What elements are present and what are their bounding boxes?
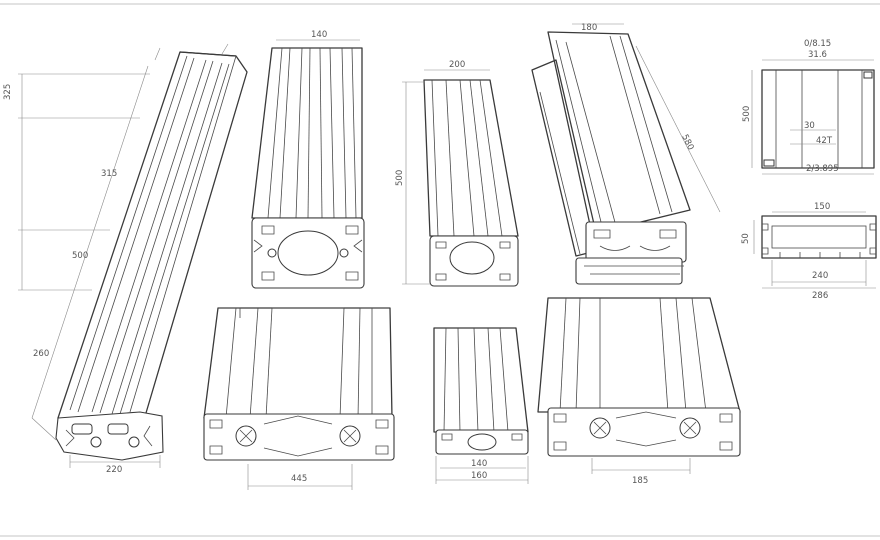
profile-a-dim-5: 220: [106, 465, 122, 475]
profile-f-small-square: 140 160: [433, 327, 529, 484]
detail-top-dim-3: 500: [742, 106, 752, 122]
profile-c-square-tube: 200 500: [395, 60, 519, 287]
profile-d-dim-2: 580: [679, 133, 695, 152]
detail-section-dim-2: 50: [741, 233, 751, 244]
profile-d-dim-1: 180: [581, 23, 597, 33]
detail-section-dim-3: 240: [812, 271, 828, 281]
profile-c-dim-2: 500: [395, 170, 405, 186]
profile-c-dim-1: 200: [449, 60, 465, 70]
detail-top-dim-6: 2/3.895: [806, 164, 839, 174]
profile-b-square-tube: 140: [251, 30, 365, 289]
profile-f-dim-1: 140: [471, 459, 487, 469]
profile-b-dim-1: 140: [311, 30, 327, 40]
profile-e-dim-1: 445: [291, 474, 307, 484]
profile-a-dim-4: 260: [33, 349, 49, 359]
detail-top-dim-5: 42T: [816, 136, 833, 146]
profile-a-dim-3: 500: [72, 251, 88, 261]
profile-a-dim-2: 315: [101, 169, 117, 179]
detail-top-view: 0/8.15 31.6 500 30 42T 2/3.895: [742, 39, 875, 175]
profile-f-dim-2: 160: [471, 471, 487, 481]
detail-section-view: 150 50 240 286: [741, 202, 877, 301]
detail-top-dim-1: 0/8.15: [804, 39, 831, 49]
profile-d-channel-stack: 180 580: [531, 23, 721, 285]
profile-g-dim-1: 185: [632, 476, 648, 486]
profile-e-wide-slotted: 445: [203, 307, 395, 490]
detail-top-dim-4: 30: [804, 121, 815, 131]
profile-g-wide-slotted: 185: [537, 297, 741, 486]
profile-a-long-bar: 325 315 500 260 220: [3, 43, 248, 475]
profile-a-dim-1: 325: [3, 84, 13, 100]
detail-section-dim-1: 150: [814, 202, 830, 212]
detail-section-dim-4: 286: [812, 291, 828, 301]
detail-top-dim-2: 31.6: [808, 50, 827, 60]
